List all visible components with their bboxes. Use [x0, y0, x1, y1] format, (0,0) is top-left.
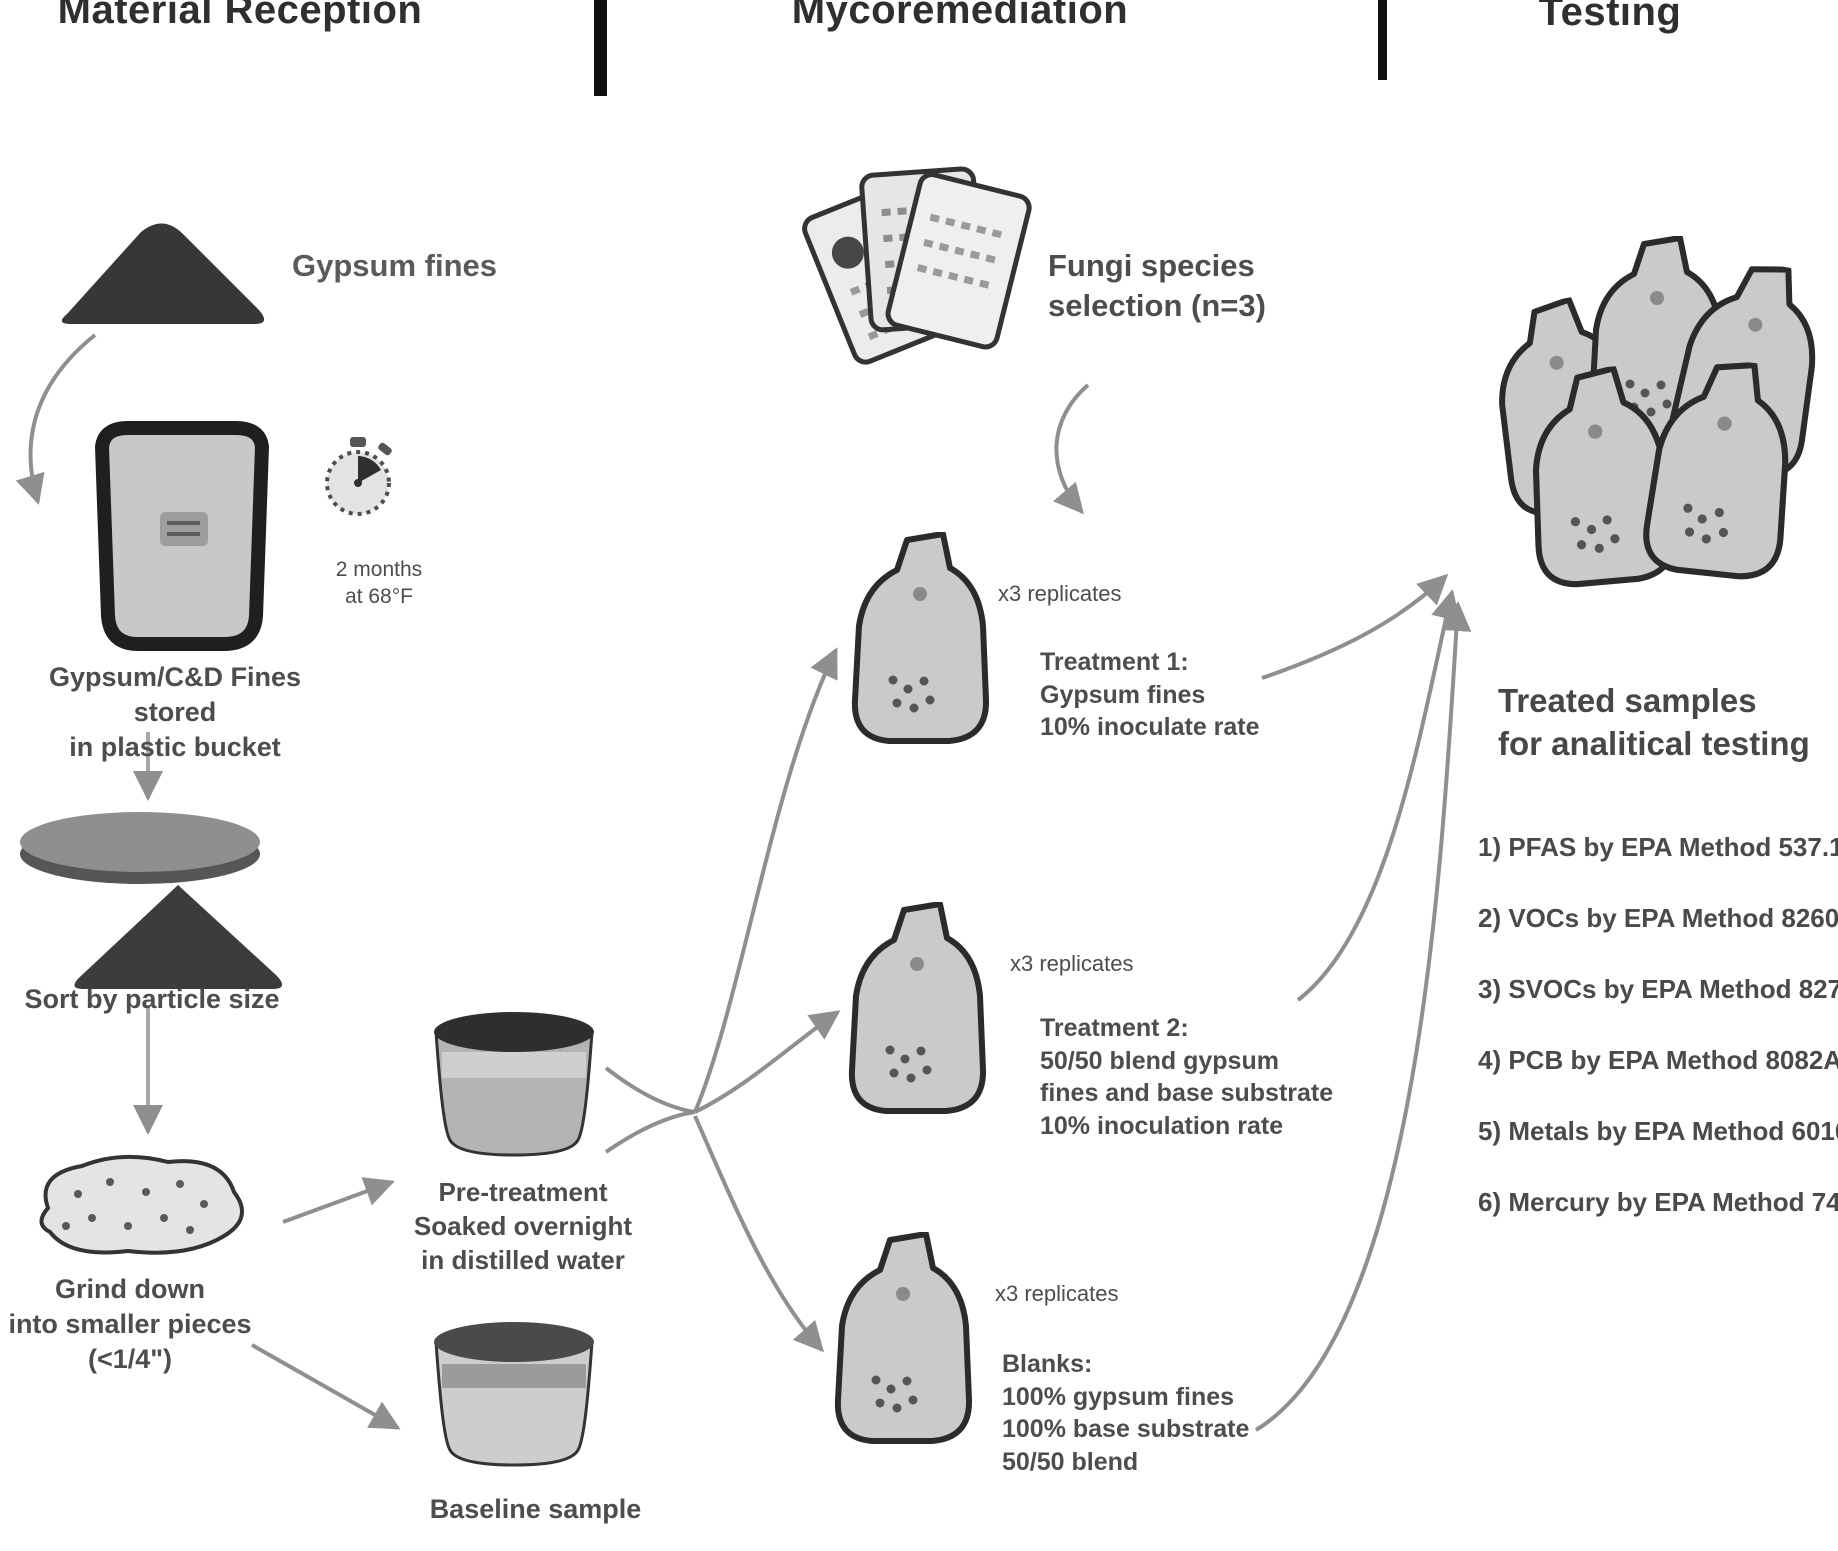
- sorting-cone-icon: [74, 885, 283, 989]
- treatment1-caption: Treatment 1: Gypsum fines 10% inoculate …: [1040, 648, 1260, 741]
- pretreatment-caption: Pre-treatment Soaked overnight in distil…: [413, 1177, 633, 1275]
- blanks-replicates: x3 replicates: [995, 1281, 1119, 1306]
- method-item: 2) VOCs by EPA Method 8260B: [1478, 903, 1838, 933]
- treated-samples-caption: Treated samples for analitical testing: [1498, 682, 1810, 762]
- sieve-disk-icon: [20, 812, 260, 884]
- method-item: 4) PCB by EPA Method 8082A: [1478, 1045, 1838, 1075]
- timer-icon: [325, 437, 392, 516]
- blanks-caption: Blanks: 100% gypsum fines 100% base subs…: [1002, 1350, 1250, 1476]
- baseline-caption: Baseline sample: [429, 1494, 642, 1524]
- treatment1-replicates: x3 replicates: [998, 581, 1122, 606]
- sort-caption: Sort by particle size: [24, 984, 280, 1014]
- column-header-testing: Testing: [1538, 0, 1682, 34]
- method-item: 5) Metals by EPA Method 6010B: [1478, 1116, 1838, 1146]
- timer-label: 2 months at 68°F: [335, 558, 423, 609]
- fungi-selection-caption: Fungi species selection (n=3): [1048, 248, 1266, 324]
- treatment2-bag-icon: [852, 904, 983, 1111]
- bucket-caption: Gypsum/C&D Fines stored in plastic bucke…: [48, 662, 302, 763]
- column-divider: [1378, 0, 1387, 80]
- column-header-material-reception: Material Reception: [57, 0, 423, 32]
- bucket-icon: [95, 421, 269, 651]
- method-item: 1) PFAS by EPA Method 537.1: [1478, 832, 1838, 862]
- column-divider: [594, 0, 607, 96]
- treatment2-replicates: x3 replicates: [1010, 951, 1134, 976]
- method-item: 6) Mercury by EPA Method 7471B: [1478, 1187, 1838, 1217]
- ground-pieces-icon: [39, 1154, 244, 1255]
- fungi-species-icon: [802, 166, 1032, 365]
- baseline-cup-icon: [434, 1322, 594, 1467]
- grind-caption: Grind down into smaller pieces (<1/4"): [8, 1274, 252, 1375]
- flow-arrows: [15, 333, 1472, 1432]
- treatment1-bag-icon: [855, 534, 986, 741]
- blanks-bag-icon: [838, 1234, 969, 1441]
- analysis-methods-list: 1) PFAS by EPA Method 537.1 2) VOCs by E…: [1478, 832, 1838, 1258]
- gypsum-fines-label: Gypsum fines: [292, 248, 497, 283]
- treated-bags-icon: [1482, 238, 1831, 587]
- treatment2-caption: Treatment 2: 50/50 blend gypsum fines an…: [1040, 1014, 1334, 1140]
- pretreatment-cup-icon: [434, 1012, 594, 1157]
- column-header-mycoremediation: Mycoremediation: [791, 0, 1129, 32]
- gypsum-pile-icon: [61, 223, 265, 324]
- method-item: 3) SVOCs by EPA Method 8270D: [1478, 974, 1838, 1004]
